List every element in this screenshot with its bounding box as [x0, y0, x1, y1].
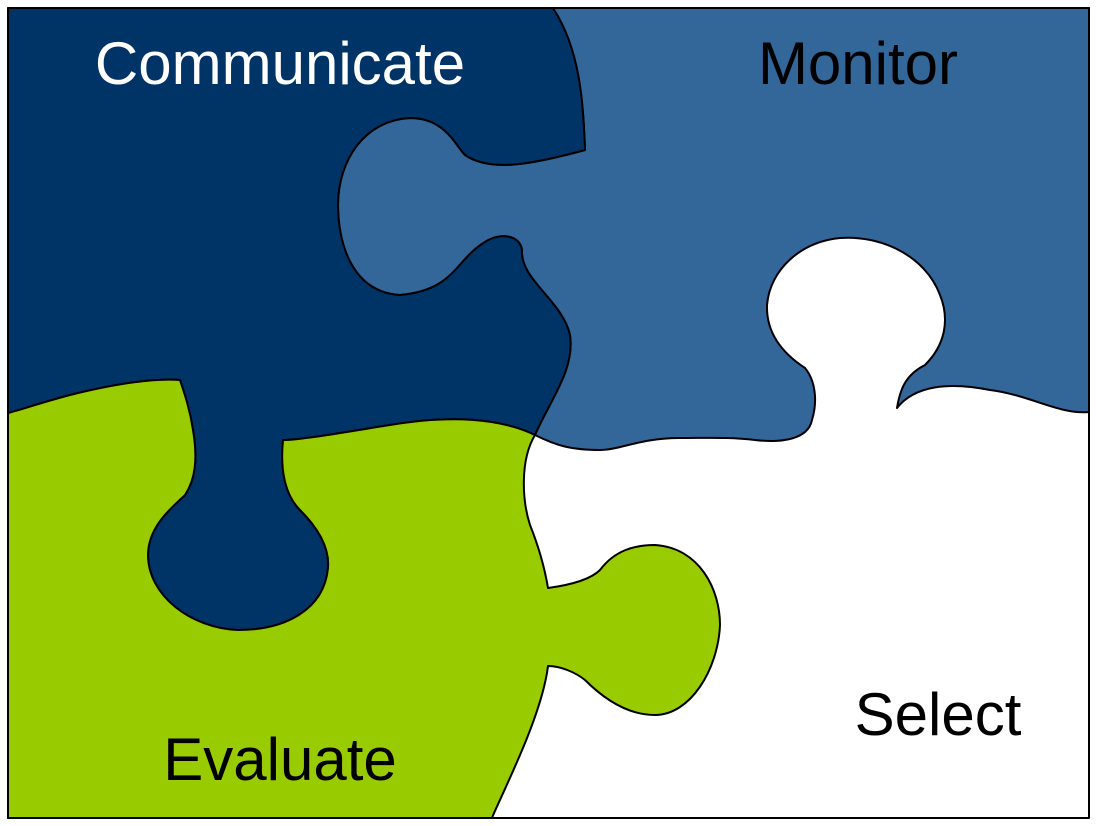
evaluate-label: Evaluate: [163, 726, 397, 793]
monitor-label: Monitor: [758, 30, 958, 97]
communicate-label: Communicate: [95, 30, 465, 97]
select-label: Select: [855, 681, 1022, 748]
evaluate-piece: [7, 378, 721, 819]
